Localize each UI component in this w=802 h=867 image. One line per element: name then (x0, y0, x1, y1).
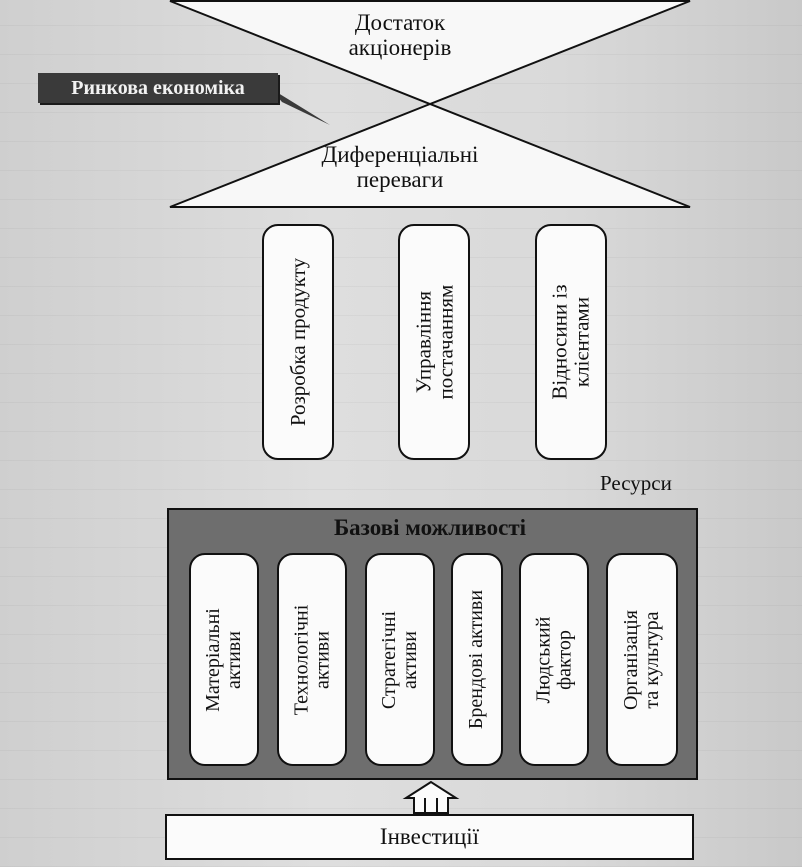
capability-material-assets: Матеріальні активи (189, 553, 259, 766)
advantage-label-line1: Розробка продукту (285, 257, 310, 427)
investment-arrow (402, 780, 460, 814)
capability-label-line1: Організація (620, 609, 642, 710)
investments-label: Інвестиції (379, 824, 480, 849)
differential-advantages-text: Диференціальні переваги (300, 142, 500, 193)
hourglass-top-triangle (169, 0, 691, 106)
shareholder-wealth-line1: Достаток (354, 10, 446, 35)
hourglass-bottom-triangle (169, 102, 691, 208)
capability-label-line2: активи (399, 630, 421, 689)
capability-label-line2: активи (223, 630, 246, 689)
capability-organization-culture: Організація та культура (606, 553, 678, 766)
capability-label-line2: та культура (641, 610, 663, 709)
capability-label-line2: фактор (553, 629, 576, 690)
capability-label-line2: активи (311, 630, 334, 689)
differential-advantages-line2: переваги (356, 167, 444, 193)
capability-label-line1: Брендові активи (465, 589, 488, 730)
capability-human-factor: Людський фактор (519, 553, 589, 766)
capability-label-line1: Матеріальні (202, 607, 225, 712)
differential-advantages-line1: Диференціальні (321, 142, 479, 167)
advantage-customer-relations: Відносини із клієнтами (535, 224, 607, 460)
advantage-label-line2: постачанням (433, 284, 457, 400)
advantage-label-line1: Управління (410, 290, 435, 394)
market-economy-label: Ринкова економіка (38, 73, 278, 103)
market-label-pointer (270, 88, 330, 125)
capability-label-line1: Людський (532, 616, 555, 703)
advantage-product-development: Розробка продукту (262, 224, 334, 460)
base-capabilities-title: Базові можливості (333, 515, 527, 540)
capability-label-line1: Технологічні (290, 604, 313, 715)
advantage-supply-management: Управління постачанням (398, 224, 470, 460)
capability-technological-assets: Технологічні активи (277, 553, 347, 766)
advantage-label-line1: Відносини із (547, 284, 572, 400)
capability-brand-assets: Брендові активи (451, 553, 503, 766)
shareholder-wealth-text: Достаток акціонерів (300, 10, 500, 61)
capability-strategic-assets: Стратегічні активи (365, 553, 435, 766)
capability-label-line1: Стратегічні (378, 610, 400, 709)
shareholder-wealth-line2: акціонерів (348, 35, 452, 61)
investments-box: Інвестиції (165, 814, 694, 860)
resources-label: Ресурси (600, 471, 672, 495)
advantage-label-line2: клієнтами (570, 296, 595, 388)
